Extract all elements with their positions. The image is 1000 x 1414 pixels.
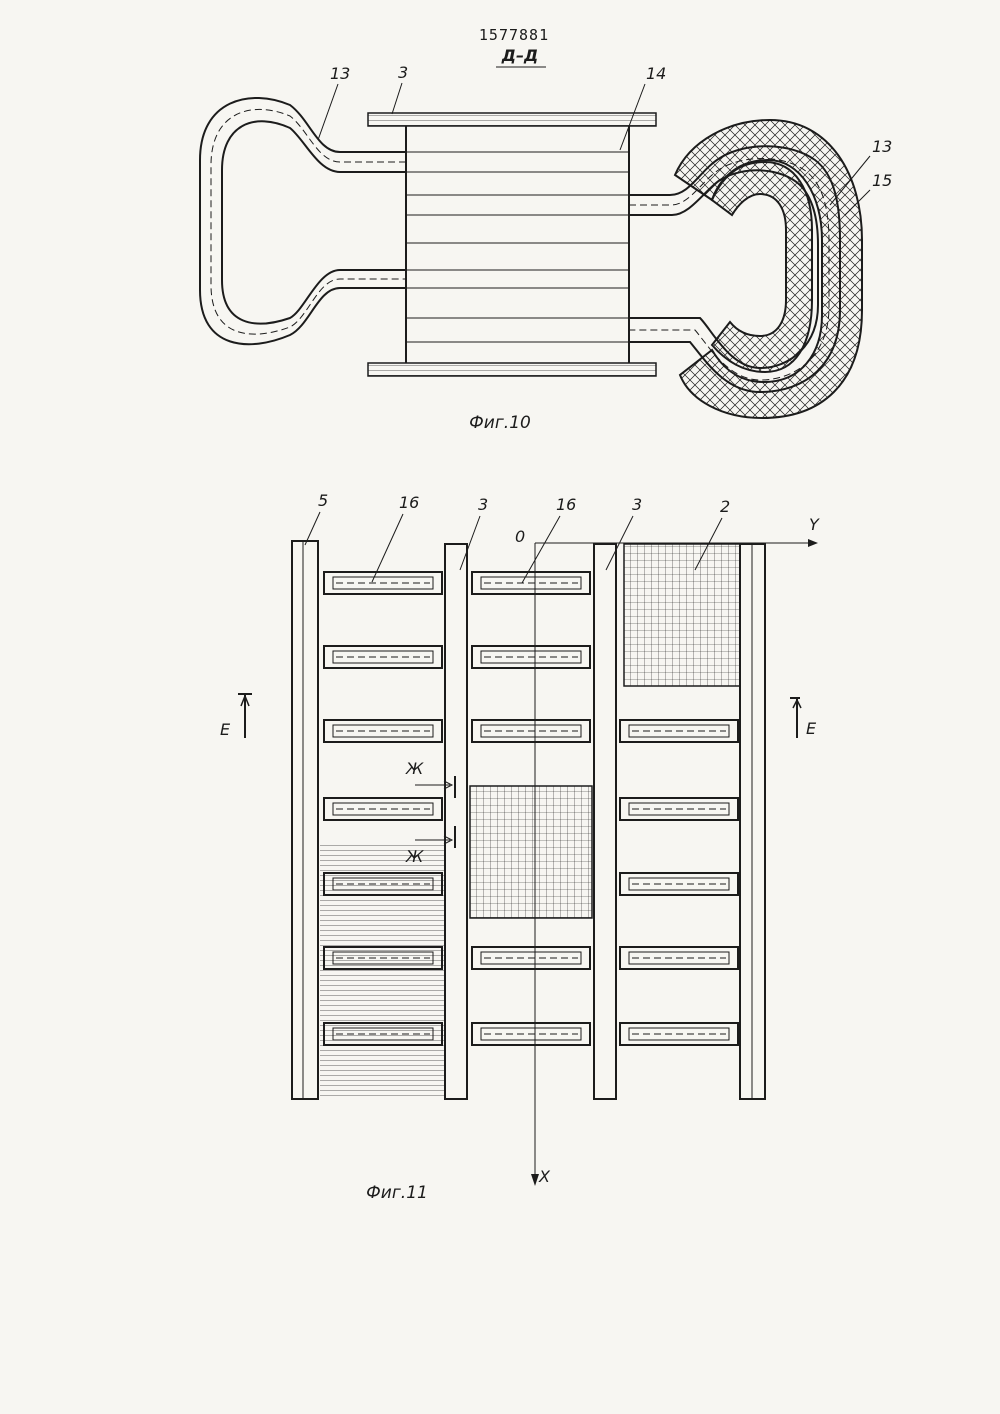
leader-plate [392,83,402,114]
label-insulation: 15 [872,171,892,190]
fig11-drawing [238,539,818,1186]
detail-label-top: Ж [405,759,424,778]
detail-label-bottom: Ж [405,847,424,866]
document-number: 1577881 [479,26,549,44]
plate-bottom [368,363,656,376]
label-bar-1: 3 [478,495,488,514]
bar-1 [445,544,467,1099]
tube-pack [406,126,629,363]
label-loop-left: 13 [330,64,350,83]
mesh-panel-bottom-left [320,844,444,1098]
section-label-left: E [220,720,231,739]
bar-2 [594,544,616,1099]
coils-column-3 [620,720,738,1045]
mesh-panel-center [470,786,592,918]
label-loop-right: 13 [872,137,892,156]
section-label-right: E [806,719,817,738]
mesh-panel-right [624,544,746,686]
fig10-drawing [200,98,862,418]
fig11-caption: Фиг.11 [366,1183,428,1203]
wall-left [292,541,318,1099]
label-coil-mid: 16 [556,495,576,514]
label-origin: 0 [515,527,525,546]
axis-label-y: Y [809,515,820,534]
label-coil-left: 16 [399,493,419,512]
plate-top [368,113,656,126]
fig10-caption: Фиг.10 [469,413,531,433]
left-tube-loop [200,98,406,344]
inner-filler [712,162,812,372]
label-tubes: 14 [646,64,666,83]
leader-loop-left [318,84,338,140]
axis-label-x: X [538,1167,551,1186]
label-wall: 5 [318,491,328,510]
right-insulated-loop [629,120,862,418]
label-mesh: 2 [720,497,730,516]
section-marker-left [238,694,252,738]
section-title: Д–Д [501,46,539,65]
label-plate: 3 [398,63,408,82]
label-bar-2: 3 [632,495,642,514]
y-axis-arrow [808,539,818,547]
x-axis-arrow [531,1174,539,1186]
